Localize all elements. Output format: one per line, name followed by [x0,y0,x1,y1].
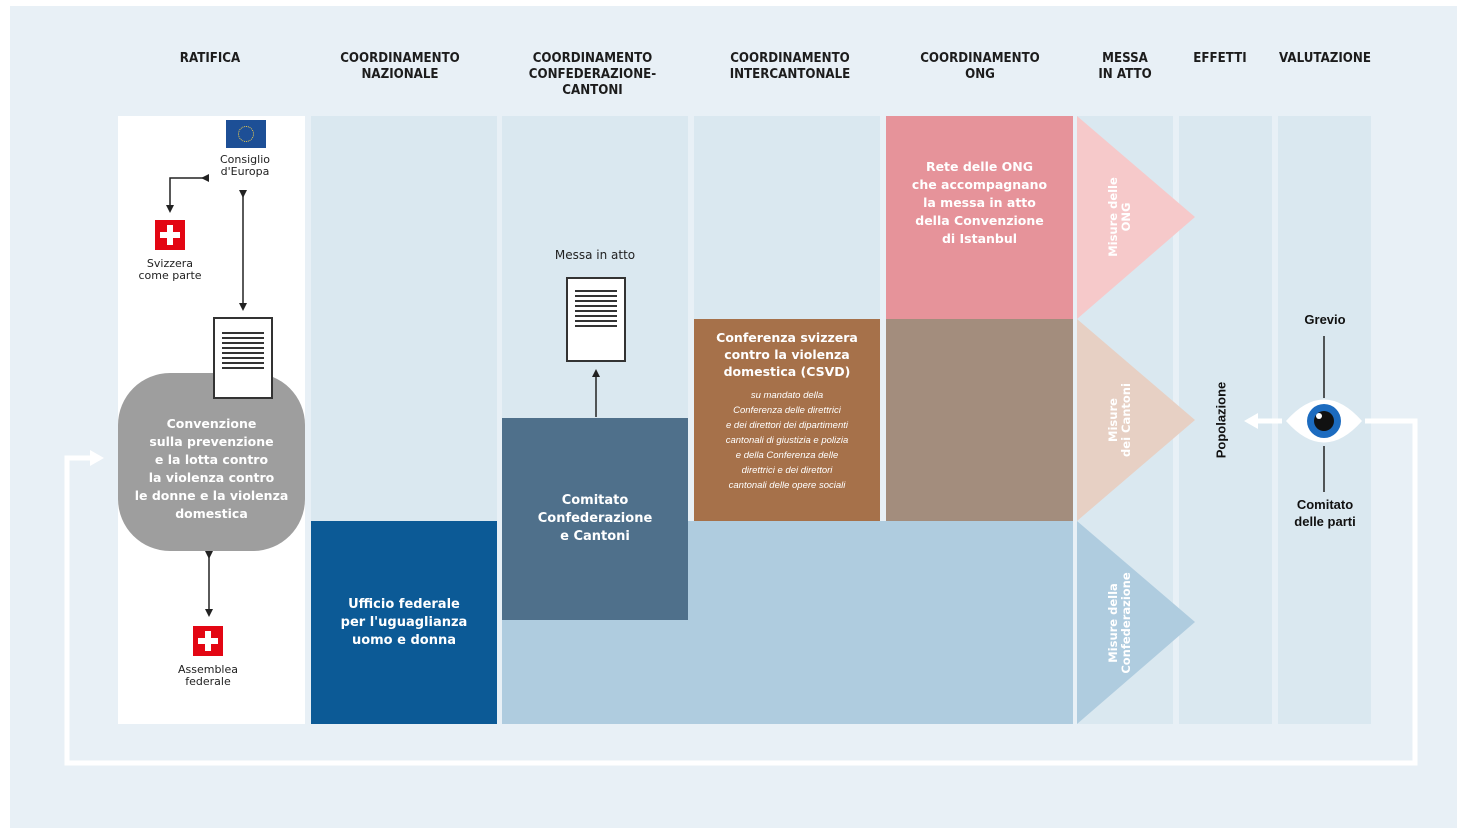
misure-ong-arrow [1077,116,1195,319]
rete-ong-label: Rete delle ONG che accompagnano la messa… [911,158,1048,246]
convenzione-pill: Convenzione sulla prevenzione e la lotta… [118,373,305,551]
svizzera-parte-label: Svizzera come parte [138,257,202,282]
convenzione-label: Convenzione sulla prevenzione e la lotta… [134,416,289,521]
assemblea-federale-label: Assemblea federale [177,663,239,688]
header-coordinamento-confederazione-cantoni: COORDINAMENTO CONFEDERAZIONE- CANTONI [528,50,657,98]
swiss-flag-icon [155,220,185,250]
ong-csvd-overlap-box [886,319,1073,521]
diagram-canvas: RATIFICA COORDINAMENTO NAZIONALE COORDIN… [10,6,1457,828]
grevio-label: Grevio [1304,312,1346,327]
feedback-loop-line [64,418,1418,766]
comitato-confederazione-box: Comitato Confederazione e Cantoni [502,418,688,620]
comitato-confederazione-label: Comitato Confederazione e Cantoni [537,493,653,544]
consiglio-europa-label: Consiglio d'Europa [220,153,270,178]
council-of-europe-flag-icon [226,120,266,148]
connector-overlay [64,174,1418,766]
header-coordinamento-ong: COORDINAMENTO ONG [920,50,1040,82]
swiss-flag-assemblea-icon [193,626,223,656]
eye-icon [1286,399,1362,443]
consiglio-svizzera-connector [166,174,209,213]
header-ratifica: RATIFICA [179,50,241,66]
comitato-parti-label: Comitato delle parti [1294,497,1356,529]
messa-in-atto-arrows [1077,116,1195,724]
csvd-subtitle: su mandato della Conferenza delle dirett… [725,390,849,491]
header-messa-in-atto: MESSA IN ATTO [1098,50,1152,82]
ufficio-federale-box: Ufficio federale per l'uguaglianza uomo … [311,521,497,724]
document-messa-in-atto-icon [566,277,626,362]
misure-confederazione-arrow [1077,521,1195,724]
header-valutazione: VALUTAZIONE [1279,50,1371,66]
header-coordinamento-intercantonale: COORDINAMENTO INTERCANTONALE [729,50,851,82]
csvd-box: Conferenza svizzera contro la violenza d… [694,319,880,521]
header-effetti: EFFETTI [1193,50,1247,66]
header-coordinamento-nazionale: COORDINAMENTO NAZIONALE [340,50,460,82]
rete-ong-box: Rete delle ONG che accompagnano la messa… [886,116,1073,319]
csvd-title: Conferenza svizzera contro la violenza d… [716,330,858,379]
messa-in-atto-label: Messa in atto [554,248,636,262]
document-convenzione-icon [213,317,273,399]
ufficio-federale-label: Ufficio federale per l'uguaglianza uomo … [340,596,468,648]
misure-cantoni-arrow [1077,319,1195,521]
